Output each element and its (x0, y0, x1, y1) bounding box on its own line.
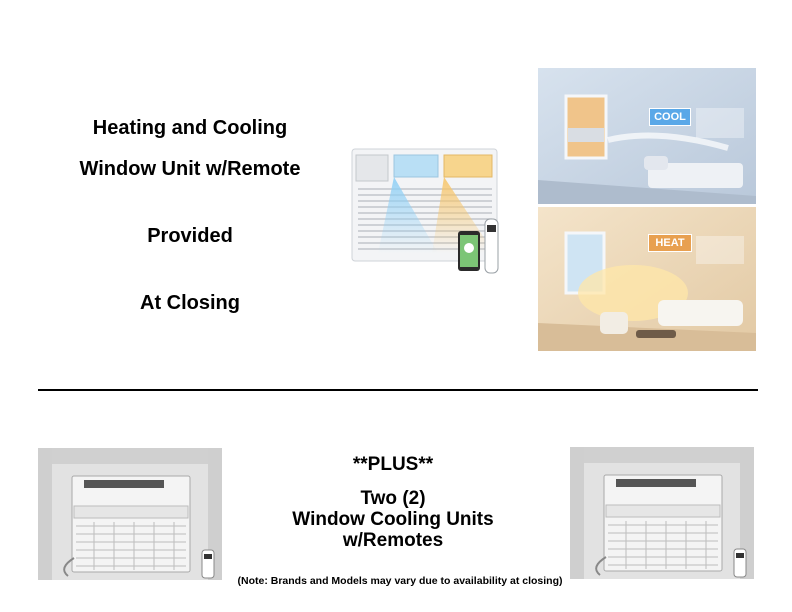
cool-badge: COOL (649, 108, 691, 126)
cooling-unit-image-right (570, 447, 754, 579)
units-line-1: Two (2) (360, 488, 426, 509)
heat-cool-unit-image (348, 143, 508, 278)
availability-note: (Note: Brands and Models may vary due to… (237, 575, 563, 587)
heat-badge: HEAT (648, 234, 692, 252)
units-line-2: Window Cooling Units (292, 509, 494, 530)
plus-label: **PLUS** (352, 454, 434, 475)
units-line-3: w/Remotes (342, 530, 444, 551)
cooling-unit-image-left (38, 448, 222, 580)
heading-line-4: At Closing (140, 292, 240, 314)
section-divider (38, 389, 758, 391)
heading-line-2: Window Unit w/Remote (79, 158, 301, 180)
heading-line-3: Provided (147, 225, 233, 247)
cool-heat-rooms-image (538, 68, 756, 351)
heading-line-1: Heating and Cooling (92, 117, 288, 139)
